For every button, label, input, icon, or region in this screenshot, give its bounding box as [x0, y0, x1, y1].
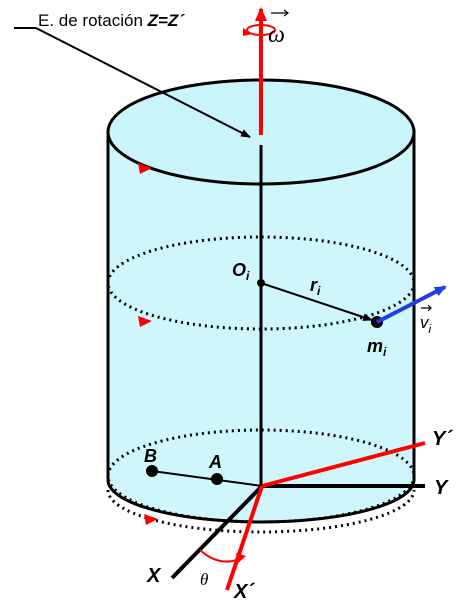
point-label-B: B: [144, 446, 157, 466]
center-point-O: [257, 279, 265, 287]
rim-rotation-arrow-mid: [138, 316, 152, 327]
axis-label-X-prime: X´: [233, 581, 255, 601]
mid-orbit-circle: [106, 235, 416, 331]
rotation-axis-caption: E. de rotación Z=Z´: [38, 11, 185, 30]
point-B: [146, 465, 158, 477]
radius-vector-arrow: [260, 282, 373, 321]
omega-vector-arrow-mark: [271, 9, 289, 17]
theta-arc-arrowhead: [236, 553, 246, 563]
theta-arc: [199, 549, 243, 563]
point-label-A: A: [208, 452, 222, 472]
radius-label-r: ri: [310, 275, 321, 298]
axis-label-Y-prime: Y´: [432, 428, 453, 450]
x-prime-axis: [225, 485, 264, 591]
rim-rotation-arrow-top: [138, 163, 152, 174]
axis-label-X: X: [146, 565, 162, 587]
axis-label-Y: Y: [434, 477, 449, 499]
x-axis: [170, 484, 264, 580]
rotation-sense-arrowhead: [243, 28, 252, 36]
angle-label-theta: θ: [200, 570, 208, 589]
omega-arrow-label: ω: [268, 22, 285, 48]
velocity-vector-arrow-mark: [421, 304, 432, 312]
center-label-O: Oi: [232, 260, 250, 283]
caption-pointer: [35, 27, 251, 138]
rotation-sense-loop: [246, 24, 276, 36]
y-prime-axis: [261, 441, 426, 488]
mass-label-m: mi: [367, 336, 387, 359]
point-A: [211, 473, 223, 485]
rim-rotation-arrow-bottom: [144, 514, 158, 525]
bottom-orbit-circle: [106, 428, 416, 524]
velocity-vector-arrow: [376, 285, 447, 324]
velocity-label-v: vi: [420, 313, 432, 336]
segment-BA: [151, 470, 263, 487]
